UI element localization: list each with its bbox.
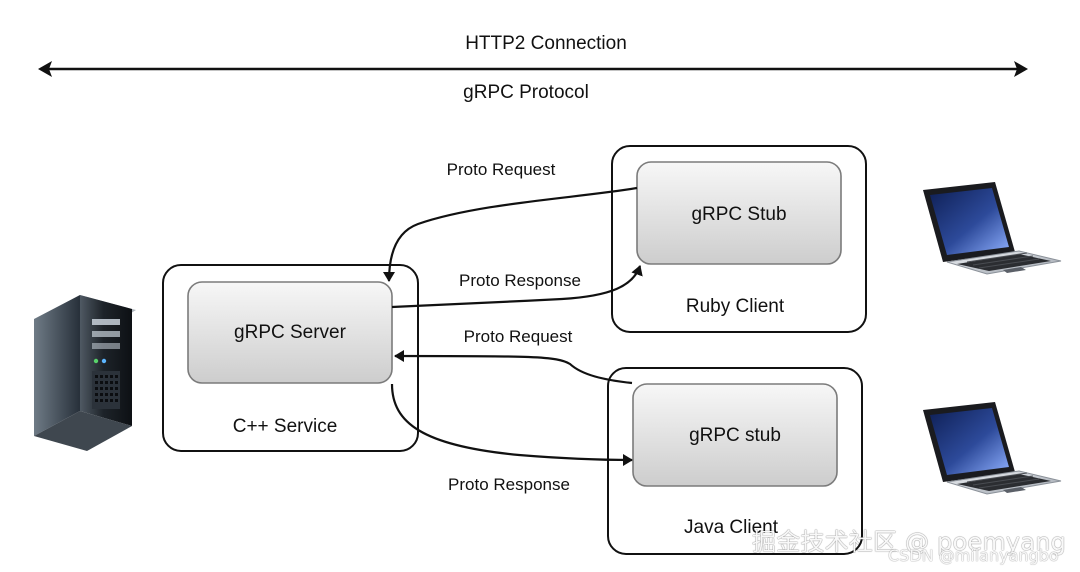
java-client-label: Java Client — [684, 517, 779, 538]
ruby-grpc-stub-label: gRPC Stub — [691, 204, 786, 225]
ruby-response-arrow — [391, 265, 643, 309]
ruby-request-arrow — [383, 186, 638, 282]
server-icon — [34, 295, 136, 451]
grpc-server-box — [187, 281, 393, 384]
watermark-main: 掘金技术社区 @ poemyang — [752, 528, 1067, 556]
ruby-client-container — [611, 145, 867, 333]
ruby-client-label: Ruby Client — [686, 296, 785, 317]
grpc-server-label: gRPC Server — [234, 322, 347, 343]
cpp-service-label: C++ Service — [233, 416, 338, 437]
java-request-arrow — [394, 350, 633, 385]
java-response-arrow — [390, 383, 633, 466]
java-grpc-stub-box — [632, 383, 838, 487]
http2-connection-label: HTTP2 Connection — [465, 33, 627, 54]
java-proto-request-label: Proto Request — [464, 327, 573, 346]
ruby-grpc-stub-box — [636, 161, 842, 265]
left-arrowhead — [38, 61, 52, 77]
laptop-icon — [923, 182, 1062, 275]
java-proto-response-label: Proto Response — [448, 475, 570, 494]
ruby-proto-response-label: Proto Response — [459, 271, 581, 290]
watermark-sub: CSDN @milanyangbo — [888, 546, 1059, 565]
grpc-protocol-label: gRPC Protocol — [463, 82, 589, 103]
right-arrowhead — [1014, 61, 1028, 77]
ruby-proto-request-label: Proto Request — [447, 160, 556, 179]
java-grpc-stub-label: gRPC stub — [689, 425, 781, 446]
java-client-container — [607, 367, 863, 555]
cpp-service-container — [162, 264, 419, 452]
laptop-icon — [923, 402, 1062, 495]
